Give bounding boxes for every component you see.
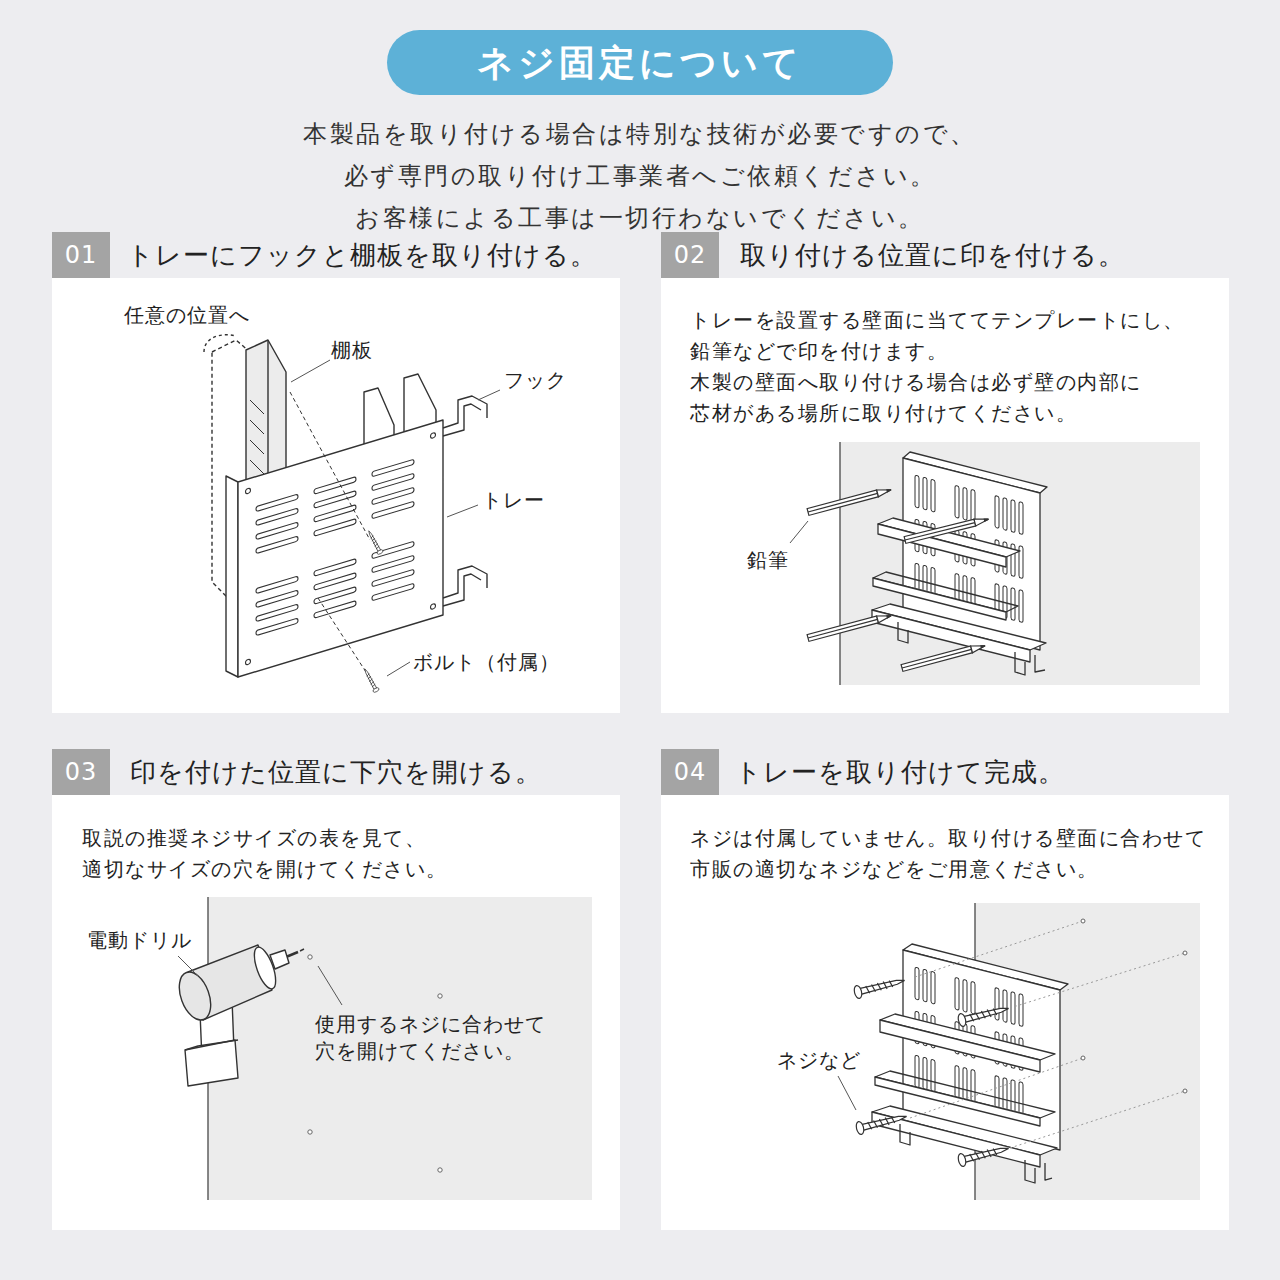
electric-drill-part: [185, 1040, 238, 1086]
tray-assembly-part-part: [431, 603, 436, 610]
tray-assembly-part: [238, 420, 443, 677]
leader-line-part: [291, 360, 330, 382]
tray-assembly-part-part: [246, 659, 251, 666]
title-pill: ネジ固定について: [387, 30, 893, 95]
step-number: 04: [661, 749, 719, 795]
leader-line: [178, 956, 342, 1005]
step-panel: 取り付ける位置に印を付ける。トレーを設置する壁面に当ててテンプレートにし、 鉛筆…: [661, 278, 1229, 713]
leader-line-part: [447, 505, 478, 517]
tray-assembly-part: [246, 432, 436, 665]
step-panel: トレーを取り付けて完成。ネジは付属していません。取り付ける壁面に合わせて 市販の…: [661, 795, 1229, 1230]
callout-label: 電動ドリル: [87, 927, 192, 954]
pencil-part: [807, 486, 892, 515]
callout-label: ネジなど: [777, 1047, 861, 1074]
step-number: 03: [52, 749, 110, 795]
wall-hole-part: [1081, 1056, 1085, 1060]
callout-label: 任意の位置へ: [124, 302, 250, 329]
panel-ground-part: [661, 278, 1229, 713]
callout-label: ボルト（付属）: [413, 649, 560, 676]
wall-hole-part: [1081, 919, 1085, 923]
wall-part: [839, 442, 840, 685]
tray-assembly-part: [443, 396, 487, 436]
tray-assembly-part: [366, 529, 384, 555]
step-body: トレーを設置する壁面に当ててテンプレートにし、 鉛筆などで印を付けます。 木製の…: [690, 305, 1210, 429]
screw-part: [957, 1142, 1010, 1167]
mounted-tray-part: [880, 1020, 1040, 1072]
leader-line-part: [178, 956, 198, 976]
step-number: 01: [52, 232, 110, 278]
leader-line-part: [318, 966, 342, 1005]
electric-drill-part: [250, 945, 280, 992]
wall-hole-part: [1183, 1089, 1187, 1093]
tray-assembly-part: [290, 392, 370, 672]
wall-hole: [1081, 919, 1187, 1093]
guide-line-part: [1010, 1091, 1185, 1148]
step-heading: 取り付ける位置に印を付ける。: [740, 232, 1125, 278]
tray-assembly-part-part: [431, 432, 436, 439]
callout-label: 使用するネジに合わせて 穴を開けてください。: [315, 1011, 555, 1065]
pencil-part: [807, 612, 892, 641]
wall-part: [208, 897, 592, 1200]
step-number: 02: [661, 232, 719, 278]
wall-hole-part: [1183, 951, 1187, 955]
tray-assembly-part-part: [246, 488, 251, 495]
step-heading: トレーにフックと棚板を取り付ける。: [127, 232, 597, 278]
step-body: 取説の推奨ネジサイズの表を見て、 適切なサイズの穴を開けてください。: [82, 823, 502, 885]
tray-assembly-part: [443, 566, 487, 606]
screw: [853, 974, 1010, 1167]
guide-line-part: [915, 921, 1083, 977]
callout-label: フック: [504, 367, 567, 394]
panel-ground-part: [52, 795, 620, 1230]
leader-line-part: [387, 662, 410, 676]
pilot-hole-part: [308, 1130, 312, 1134]
tray-assembly-part-part: [256, 583, 414, 635]
electric-drill: [173, 945, 304, 1086]
pilot-hole-part: [438, 1168, 442, 1172]
screw-part: [957, 1002, 1010, 1027]
step-body: ネジは付属していません。取り付ける壁面に合わせて 市販の適切なネジなどをご用意く…: [690, 823, 1235, 885]
pencil-part: [904, 516, 989, 544]
tray-assembly-part: [226, 476, 238, 677]
pencil-part: [901, 642, 986, 671]
panel-ground: [52, 278, 1229, 1230]
leader-line: [790, 521, 808, 543]
callout-label: 鉛筆: [747, 547, 789, 574]
pilot-hole: [308, 955, 442, 1172]
electric-drill-part: [286, 952, 298, 957]
notice-text: 本製品を取り付ける場合は特別な技術が必要ですので、 必ず専門の取り付け工事業者へ…: [60, 113, 1220, 239]
leader-line-part: [478, 390, 500, 400]
pilot-hole-part: [438, 994, 442, 998]
leader-line: [291, 360, 500, 676]
leader-line: [838, 1076, 856, 1110]
tray-template: [872, 452, 1047, 675]
pencil: [807, 486, 989, 671]
pilot-hole-part: [308, 955, 312, 959]
screw-part: [853, 974, 906, 999]
electric-drill-part: [300, 949, 304, 951]
electric-drill-part: [173, 968, 216, 1025]
wall-part: [840, 442, 1200, 685]
tray-assembly-part: [362, 667, 380, 693]
panel-ground-part: [52, 278, 620, 713]
step-heading: トレーを取り付けて完成。: [735, 749, 1065, 795]
electric-drill-part: [185, 1040, 238, 1050]
step-heading: 印を付けた位置に下穴を開ける。: [130, 749, 542, 795]
guide-line-part: [910, 1058, 1083, 1118]
tray-template-part: [898, 622, 1045, 675]
screw-part: [855, 1110, 908, 1135]
mounted-tray-part: [900, 1124, 1052, 1183]
tray-assembly-part: [204, 335, 236, 352]
guide-line-part: [1010, 953, 1185, 1008]
callout-label: 棚板: [331, 337, 373, 364]
guide-line: [910, 921, 1185, 1148]
callout-label: トレー: [482, 487, 545, 514]
tray-assembly-part-part: [256, 501, 414, 553]
tray-assembly: [204, 335, 487, 693]
